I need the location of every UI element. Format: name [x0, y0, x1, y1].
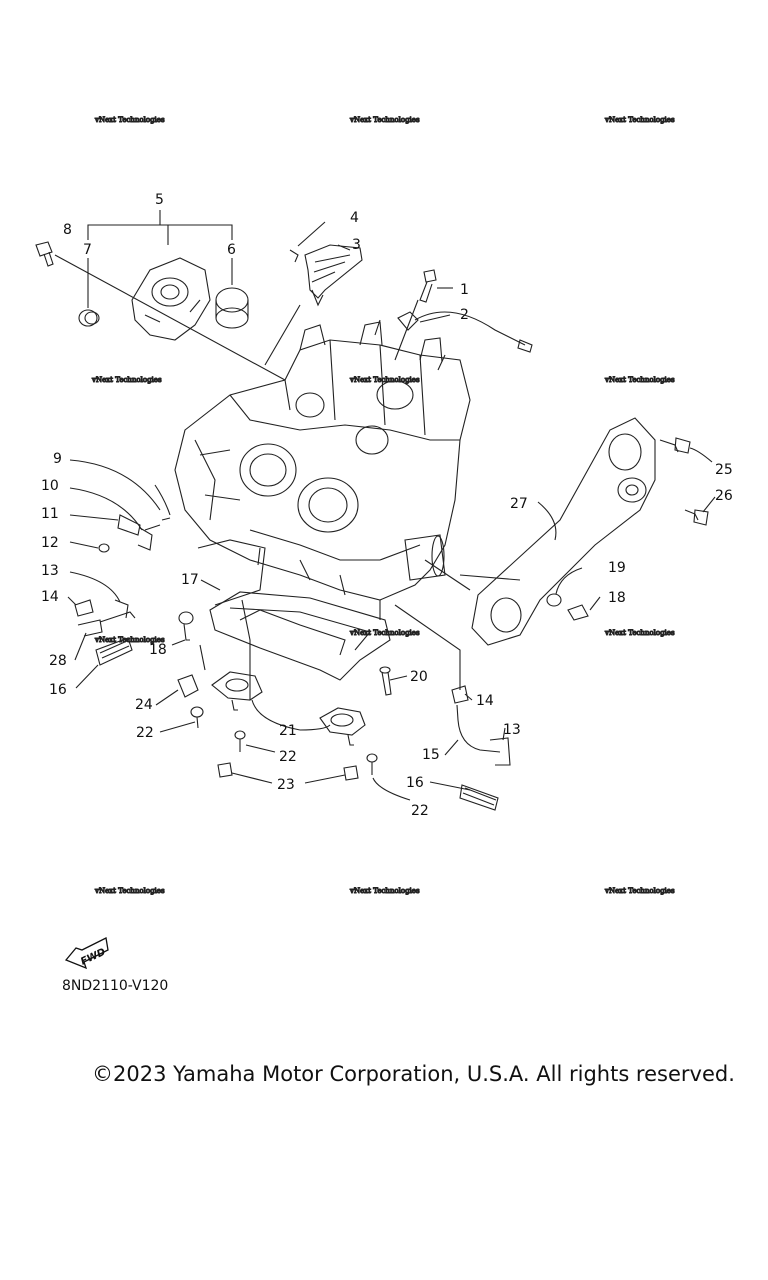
watermark: vNext Technologies — [349, 629, 420, 637]
bolt-part-8 — [35, 241, 54, 267]
callout-label: 6 — [227, 242, 236, 258]
diagram-code: 8ND2110-V120 — [62, 978, 169, 994]
callout-label: 2 — [460, 307, 469, 323]
watermark: vNext Technologies — [604, 629, 675, 637]
callout-label: 20 — [410, 669, 428, 685]
watermark: vNext Technologies — [94, 636, 165, 644]
callout-label: 8 — [63, 222, 72, 238]
cover-part-3 — [289, 244, 363, 307]
skid-plate-part-17 — [209, 591, 391, 681]
callout-label: 16 — [49, 682, 67, 698]
callout-label: 27 — [510, 496, 528, 512]
callout-label: 18 — [608, 590, 626, 606]
sensor-part-2 — [397, 311, 533, 353]
cover-plate-part-27 — [471, 417, 656, 646]
copyright-notice: ©2023 Yamaha Motor Corporation, U.S.A. A… — [92, 1062, 735, 1086]
callout-label: 10 — [41, 478, 59, 494]
callout-label: 12 — [41, 535, 59, 551]
watermark: vNext Technologies — [349, 887, 420, 895]
callout-label: 19 — [608, 560, 626, 576]
bolt-part-25 — [659, 437, 691, 454]
callout-label: 25 — [715, 462, 733, 478]
hose-clamp-parts-9-12 — [98, 484, 171, 553]
spacer-part-7 — [78, 309, 100, 327]
engine-mount-bracket-part-5 — [131, 257, 211, 341]
watermark-group: vNext Technologies vNext Technologies vN… — [90, 115, 675, 895]
callout-label: 14 — [476, 693, 494, 709]
callout-label: 28 — [49, 653, 67, 669]
callout-labels: 5 8 7 6 4 3 1 2 9 10 11 12 13 14 28 16 1… — [41, 192, 733, 968]
fitting-assembly-right — [451, 685, 511, 811]
callout-label: 3 — [352, 237, 361, 253]
callout-label: 24 — [135, 697, 153, 713]
callout-label: 21 — [279, 723, 297, 739]
callout-label: 22 — [411, 803, 429, 819]
callout-label: 13 — [503, 722, 521, 738]
callout-label: 1 — [460, 282, 469, 298]
callout-label: 13 — [41, 563, 59, 579]
watermark: vNext Technologies — [349, 116, 420, 124]
damper-part-6 — [215, 287, 249, 329]
engine-block — [174, 319, 471, 601]
callout-label: 7 — [83, 242, 92, 258]
bolt-part-18-right — [567, 604, 589, 621]
callout-label: 26 — [715, 488, 733, 504]
washer-part-19 — [546, 593, 562, 607]
bolt-part-26 — [684, 509, 709, 526]
watermark: vNext Technologies — [349, 376, 420, 384]
callout-label: 9 — [53, 451, 62, 467]
watermark: vNext Technologies — [604, 116, 675, 124]
callout-label: 22 — [279, 749, 297, 765]
bolt-part-1 — [419, 269, 437, 303]
watermark: vNext Technologies — [94, 887, 165, 895]
callout-label: 16 — [406, 775, 424, 791]
watermark: vNext Technologies — [604, 376, 675, 384]
callout-label: 17 — [181, 572, 199, 588]
engine-mount-parts-20-24 — [177, 666, 392, 781]
callout-label: 11 — [41, 506, 59, 522]
watermark: vNext Technologies — [94, 116, 165, 124]
callout-label: 4 — [350, 210, 359, 226]
watermark: vNext Technologies — [91, 376, 162, 384]
callout-label: 18 — [149, 642, 167, 658]
watermark: vNext Technologies — [604, 887, 675, 895]
fitting-assembly-left — [74, 599, 136, 666]
callout-label: 15 — [422, 747, 440, 763]
callout-label: 23 — [277, 777, 295, 793]
callout-label: 14 — [41, 589, 59, 605]
callout-label: 22 — [136, 725, 154, 741]
callout-label: 5 — [155, 192, 164, 208]
fwd-arrow-icon — [64, 937, 109, 970]
bolt-part-18-left — [178, 611, 194, 641]
